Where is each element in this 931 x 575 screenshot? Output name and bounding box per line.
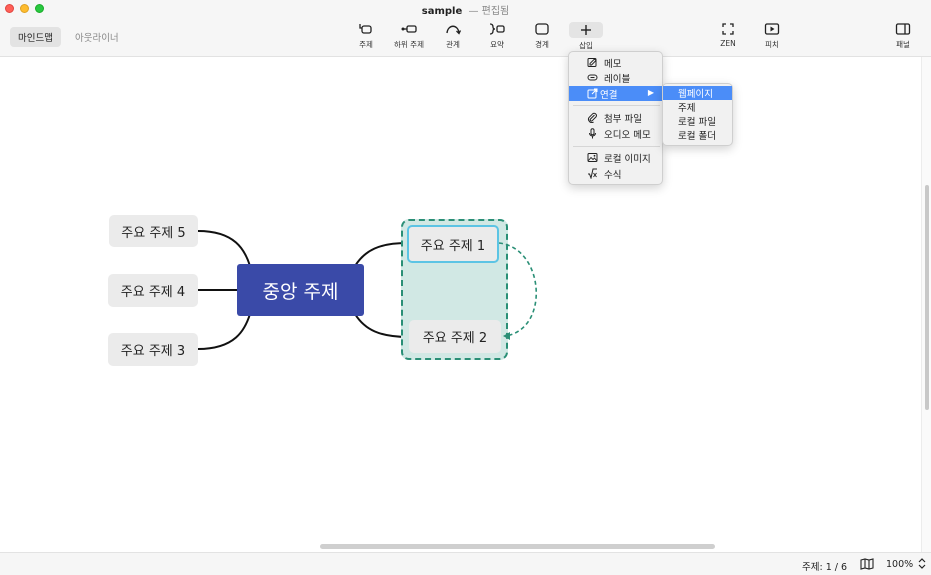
panel-button[interactable]: 패널	[883, 22, 923, 50]
menu-item-note-label: 메모	[604, 58, 622, 70]
menu-item-attachment[interactable]: 첨부 파일	[573, 110, 660, 125]
pitch-button-label: 피치	[765, 40, 779, 49]
chevron-up-down-icon[interactable]	[918, 557, 926, 570]
menu-item-formula-label: 수식	[604, 169, 622, 181]
panel-icon	[895, 23, 911, 35]
image-icon	[587, 153, 598, 162]
central-topic[interactable]: 중앙 주제	[237, 264, 364, 316]
horizontal-scroll-thumb[interactable]	[320, 544, 715, 549]
label-icon	[587, 74, 598, 81]
microphone-icon	[589, 128, 596, 139]
panel-button-label: 패널	[896, 40, 910, 49]
plus-icon	[581, 25, 591, 35]
window-title: sample — 편집됨	[0, 2, 931, 17]
menu-item-note[interactable]: 메모	[573, 55, 660, 70]
topic-count: 주제: 1 / 6	[802, 562, 848, 573]
menu-item-audio-note[interactable]: 오디오 메모	[573, 126, 660, 141]
tab-mindmap[interactable]: 마인드맵	[10, 27, 61, 47]
link-icon	[587, 88, 598, 99]
topic-button[interactable]: 주제	[346, 22, 386, 50]
submenu-arrow-icon: ▶	[647, 88, 654, 97]
note-icon	[587, 58, 597, 67]
topic-button-label: 주제	[359, 40, 373, 49]
vertical-scroll-thumb[interactable]	[925, 185, 929, 410]
main-topic-3[interactable]: 주요 주제 3	[108, 333, 198, 366]
submenu-item-local-file[interactable]: 로컬 파일	[678, 117, 716, 128]
main-topic-2[interactable]: 주요 주제 2	[409, 320, 501, 353]
link-submenu: 웹페이지 주제 로컬 파일 로컬 폴더	[662, 83, 733, 146]
menu-separator	[573, 105, 660, 106]
insert-button-highlight	[569, 22, 603, 38]
toolbar: 마인드맵 아웃라이너 주제 하위 주제 관계 요약 경계 삽입	[0, 18, 931, 57]
subtopic-button-label: 하위 주제	[394, 40, 424, 49]
main-topic-5[interactable]: 주요 주제 5	[109, 215, 198, 247]
map-icon[interactable]	[860, 558, 874, 570]
menu-item-link-label: 연결	[600, 89, 618, 101]
relationship-button-label: 관계	[446, 40, 460, 49]
submenu-item-webpage[interactable]: 웹페이지	[663, 86, 732, 100]
paperclip-icon	[588, 112, 597, 123]
boundary-icon	[535, 23, 549, 35]
menu-item-local-image-label: 로컬 이미지	[604, 153, 651, 165]
subtopic-button[interactable]: 하위 주제	[389, 22, 429, 50]
pitch-button[interactable]: 피치	[752, 22, 792, 50]
document-status: — 편집됨	[468, 6, 510, 17]
insert-button-label: 삽입	[579, 41, 593, 50]
document-name: sample	[421, 6, 463, 17]
minimize-window-button[interactable]	[20, 4, 29, 13]
menu-item-link[interactable]: 연결 ▶	[569, 86, 662, 101]
summary-icon	[489, 23, 505, 35]
zoom-window-button[interactable]	[35, 4, 44, 13]
insert-button[interactable]: 삽입	[566, 22, 606, 51]
subtopic-icon	[401, 25, 417, 33]
menu-item-local-image[interactable]: 로컬 이미지	[573, 150, 660, 165]
formula-icon	[588, 168, 597, 179]
close-window-button[interactable]	[5, 4, 14, 13]
menu-separator	[573, 146, 660, 147]
insert-menu: 메모 레이블 연결 ▶ 첨부 파일 오디오 메모 로컬 이미지 수식	[568, 51, 663, 185]
summary-button-label: 요약	[490, 40, 504, 49]
vertical-scrollbar[interactable]	[921, 57, 931, 552]
boundary-button[interactable]: 경계	[522, 22, 562, 50]
menu-item-label[interactable]: 레이블	[573, 70, 660, 85]
zen-button-label: ZEN	[720, 39, 736, 48]
menu-item-audio-note-label: 오디오 메모	[604, 129, 651, 141]
boundary-button-label: 경계	[535, 40, 549, 49]
relationship-icon	[446, 25, 462, 35]
zen-button[interactable]: ZEN	[708, 22, 748, 48]
submenu-item-local-folder[interactable]: 로컬 폴더	[678, 131, 716, 142]
submenu-item-topic[interactable]: 주제	[678, 103, 696, 114]
main-topic-4[interactable]: 주요 주제 4	[108, 274, 198, 307]
menu-item-formula[interactable]: 수식	[573, 166, 660, 181]
tab-outliner[interactable]: 아웃라이너	[74, 33, 119, 44]
topic-icon	[359, 24, 372, 34]
summary-button[interactable]: 요약	[477, 22, 517, 50]
zoom-level[interactable]: 100%	[886, 559, 914, 570]
status-bar: 주제: 1 / 6 100%	[0, 552, 931, 575]
view-switcher: 마인드맵 아웃라이너	[10, 27, 127, 47]
title-bar: sample — 편집됨	[0, 0, 931, 18]
menu-item-label-label: 레이블	[604, 73, 631, 85]
zen-icon	[722, 23, 734, 35]
menu-item-attachment-label: 첨부 파일	[604, 113, 642, 125]
main-topic-1[interactable]: 주요 주제 1	[407, 225, 499, 263]
pitch-icon	[764, 23, 780, 35]
relationship-button[interactable]: 관계	[433, 22, 473, 50]
